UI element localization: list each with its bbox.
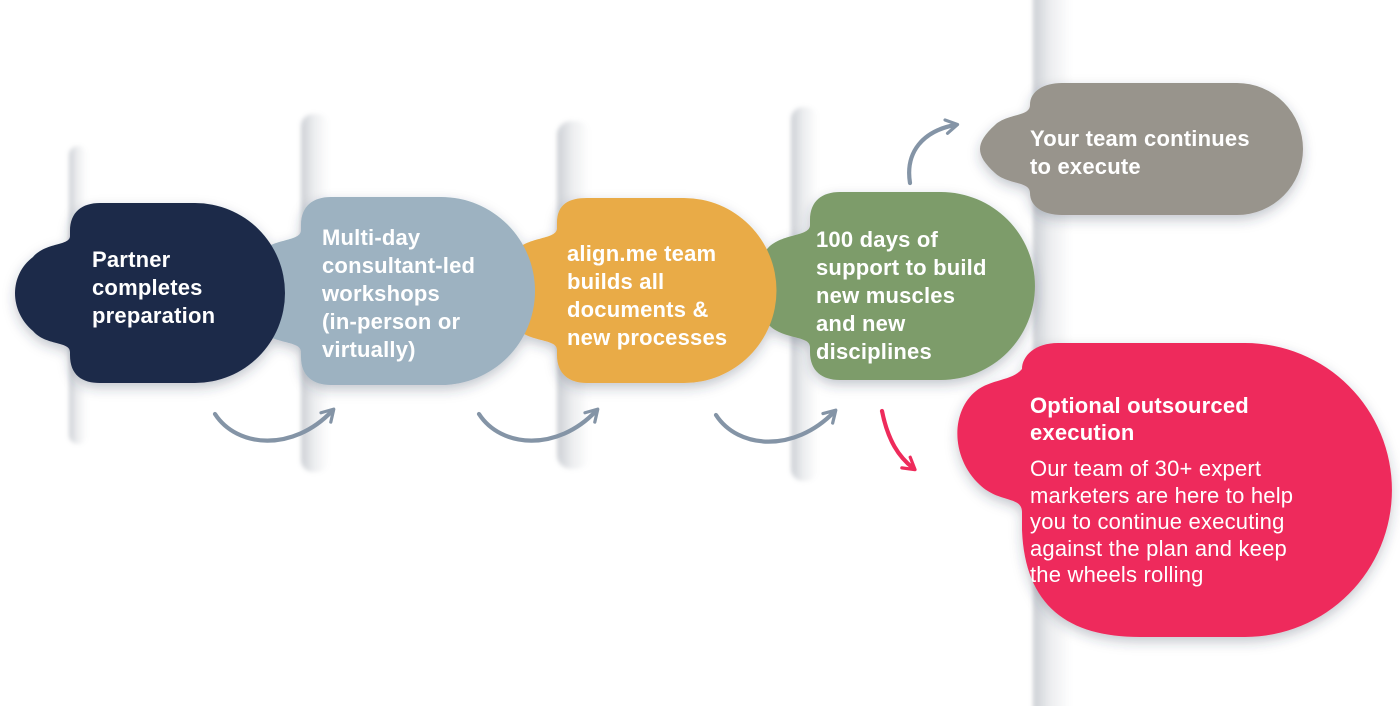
arrow-step2-step3 [476,407,600,443]
step-2-blob [243,197,535,385]
step-3-blob [499,198,777,383]
step-4-label: 100 days of support to build new muscles… [816,227,987,364]
arrow-step3-step4 [713,408,838,444]
arrow-step4-step5 [907,118,960,186]
step-6-body: Our team of 30+ expert marketers are her… [1030,456,1294,587]
arrow-step4-step6 [879,408,917,472]
arrow-step1-step2 [212,407,336,443]
step-1-label: Partner completes preparation [92,247,216,328]
step-6-title: Optional outsourced execution [1030,393,1249,445]
step-5-blob [980,83,1303,215]
step-3-label: align.me team builds all documents & new… [567,241,728,350]
flow-arrows [212,118,960,472]
step-6-blob [957,343,1392,637]
step-1-blob [15,203,285,383]
step-5-label: Your team continues to execute [1030,126,1250,179]
step-4-blob [752,192,1035,380]
step-2-label: Multi-day consultant-led workshops (in-p… [322,225,476,362]
step-blobs [15,83,1392,637]
